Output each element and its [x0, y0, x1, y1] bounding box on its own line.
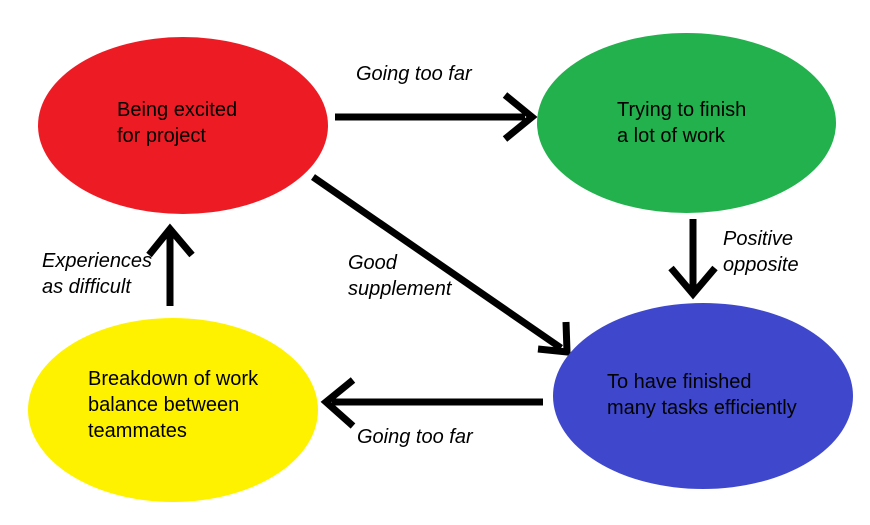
node-label-being-excited: Being excited for project	[117, 97, 237, 149]
node-label-line: To have finished	[607, 371, 752, 393]
node-finished-tasks	[553, 303, 853, 489]
node-trying-to-finish	[537, 33, 836, 213]
node-label-line: balance between	[88, 394, 240, 416]
node-label-trying-to-finish: Trying to finish a lot of work	[617, 97, 746, 149]
edge-label-line: Positive	[723, 228, 794, 250]
node-label-line: Trying to finish	[617, 99, 747, 121]
edge-label-going-too-far-bottom: Going too far	[357, 424, 473, 450]
edge-label-line: Good	[348, 252, 397, 274]
node-label-line: Being excited	[117, 99, 238, 121]
arrow-excited-to-trying	[335, 92, 538, 142]
arrow-excited-to-finished	[311, 174, 571, 356]
node-label-line: a lot of work	[617, 125, 725, 147]
node-label-line: for project	[117, 125, 206, 147]
arrow-breakdown-to-excited	[146, 223, 195, 306]
edge-label-experiences-as-difficult: Experiences as difficult	[42, 248, 152, 300]
edge-label-line: Going too far	[356, 63, 472, 85]
arrow-trying-to-finished	[668, 219, 718, 300]
edge-label-line: supplement	[348, 278, 452, 300]
node-label-finished-tasks: To have finished many tasks efficiently	[607, 369, 797, 421]
node-label-line: many tasks efficiently	[607, 397, 797, 419]
arrow-finished-to-breakdown	[320, 377, 543, 429]
edge-label-going-too-far-top: Going too far	[356, 61, 472, 87]
edge-label-good-supplement: Good supplement	[348, 250, 451, 302]
edge-label-line: Going too far	[357, 426, 473, 448]
node-label-line: Breakdown of work	[88, 368, 259, 390]
edge-label-positive-opposite: Positive opposite	[723, 226, 799, 278]
edge-label-line: opposite	[723, 254, 799, 276]
node-being-excited	[38, 37, 328, 214]
edge-label-line: as difficult	[42, 276, 131, 298]
node-label-breakdown-balance: Breakdown of work balance between teamma…	[88, 366, 258, 444]
node-breakdown-balance	[28, 318, 318, 502]
edge-label-line: Experiences	[42, 250, 153, 272]
node-label-line: teammates	[88, 420, 187, 442]
